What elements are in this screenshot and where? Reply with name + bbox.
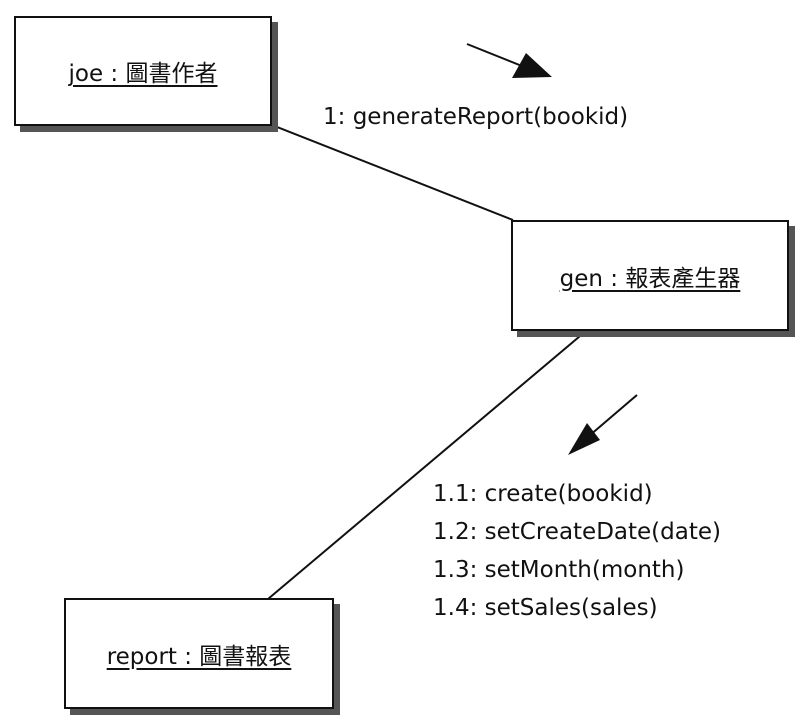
message-arrow-1-x	[568, 394, 638, 455]
object-report-label: report : 圖書報表	[106, 643, 292, 670]
message-label-1: 1: generateReport(bookid)	[323, 104, 629, 130]
object-joe: joe : 圖書作者	[14, 16, 272, 126]
object-gen-label: gen : 報表產生器	[559, 265, 741, 292]
object-joe-label: joe : 圖書作者	[68, 61, 218, 87]
link-joe-gen	[271, 124, 514, 221]
message-label-1-1: 1.1: create(bookid)	[433, 481, 653, 507]
message-label-1-2: 1.2: setCreateDate(date)	[433, 519, 721, 545]
message-label-1-4: 1.4: setSales(sales)	[433, 595, 658, 621]
message-group-1-x: 1.1: create(bookid) 1.2: setCreateDate(d…	[433, 475, 721, 627]
object-gen: gen : 報表產生器	[511, 220, 789, 331]
object-report: report : 圖書報表	[64, 598, 334, 709]
message-label-1-3: 1.3: setMonth(month)	[433, 557, 685, 583]
link-gen-report	[267, 330, 587, 600]
message-arrow-1	[466, 43, 552, 78]
